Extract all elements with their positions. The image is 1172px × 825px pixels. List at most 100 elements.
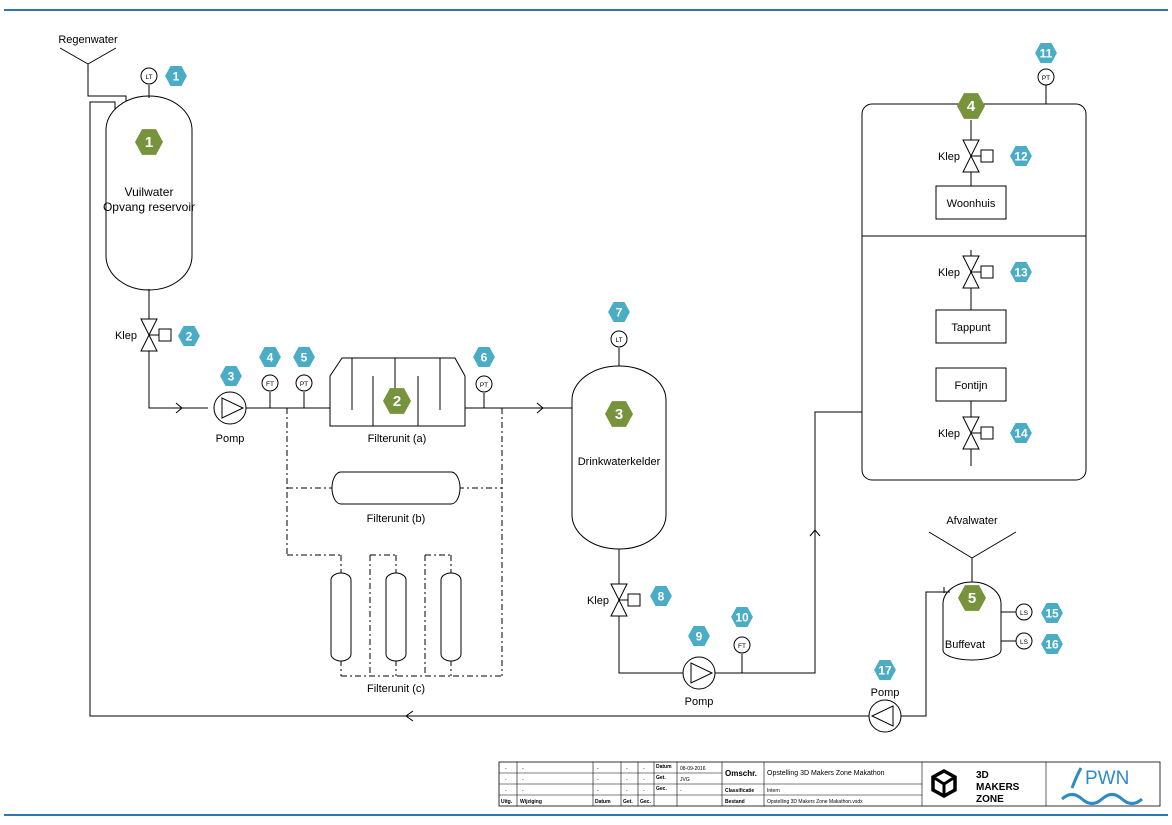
blue-tag-4: 4 bbox=[259, 347, 281, 367]
filter-a-label: Filterunit (a) bbox=[368, 433, 427, 445]
blue-tag-11: 11 bbox=[1035, 43, 1057, 63]
klep-label-8: Klep bbox=[587, 595, 609, 607]
tappunt-label: Tappunt bbox=[951, 322, 990, 334]
filterunit-c-vessel-1 bbox=[330, 572, 352, 662]
blue-tag-5: 5 bbox=[293, 347, 315, 367]
reservoir-label-1: Vuilwater bbox=[125, 185, 174, 199]
filterunit-b bbox=[331, 471, 461, 505]
svg-text:Gec.: Gec. bbox=[656, 786, 667, 792]
blue-tag-13: 13 bbox=[1010, 262, 1032, 282]
klep-label-12: Klep bbox=[938, 151, 960, 163]
filter-b-label: Filterunit (b) bbox=[367, 513, 426, 525]
svg-text:2: 2 bbox=[186, 330, 193, 344]
svg-text:-: - bbox=[680, 788, 682, 794]
svg-text:-: - bbox=[626, 766, 628, 772]
pomp-label-9: Pomp bbox=[685, 696, 714, 708]
ft10-label: FT bbox=[738, 643, 746, 650]
svg-text:Bestand: Bestand bbox=[725, 799, 745, 805]
svg-text:3D: 3D bbox=[976, 770, 989, 781]
pump-3 bbox=[213, 391, 247, 425]
pump-9 bbox=[682, 656, 716, 690]
filterunit-c-vessel-2 bbox=[385, 572, 407, 662]
svg-text:7: 7 bbox=[616, 306, 623, 320]
tappunt-box bbox=[935, 309, 1007, 344]
title-block-text: - - - - - - - - - - - - - - - Uitg. Wijz… bbox=[501, 764, 885, 805]
blue-tag-1: 1 bbox=[165, 66, 187, 86]
svg-text:12: 12 bbox=[1014, 150, 1028, 164]
pipe-reservoir-out bbox=[148, 289, 208, 409]
green-tag-5: 5 bbox=[958, 585, 986, 611]
svg-text:4: 4 bbox=[267, 351, 274, 365]
ls16-label: LS bbox=[1020, 639, 1029, 646]
svg-text:-: - bbox=[626, 788, 628, 794]
klep-label-13: Klep bbox=[938, 267, 960, 279]
klep-label-14: Klep bbox=[938, 428, 960, 440]
valve-14 bbox=[962, 416, 994, 450]
svg-text:Classificatie: Classificatie bbox=[725, 788, 754, 794]
svg-text:Gec.: Gec. bbox=[640, 799, 651, 805]
green-tag-2: 2 bbox=[383, 388, 411, 414]
svg-text:2: 2 bbox=[393, 393, 401, 410]
pipe-kelder-out bbox=[618, 549, 683, 674]
pt6-instrument bbox=[475, 375, 493, 393]
ls15-instrument bbox=[1015, 603, 1033, 621]
pump-17 bbox=[868, 699, 902, 733]
svg-text:-: - bbox=[643, 788, 645, 794]
svg-text:Datum: Datum bbox=[595, 799, 611, 805]
svg-text:-: - bbox=[505, 766, 507, 772]
svg-text:Get.: Get. bbox=[623, 799, 633, 805]
svg-text:5: 5 bbox=[968, 590, 976, 607]
blue-tag-15: 15 bbox=[1041, 603, 1063, 623]
flow-arrow-3 bbox=[809, 529, 821, 537]
svg-text:-: - bbox=[522, 766, 524, 772]
svg-text:MAKERS: MAKERS bbox=[976, 782, 1020, 793]
ft4-instrument bbox=[261, 374, 279, 392]
svg-text:17: 17 bbox=[878, 664, 892, 678]
svg-text:8: 8 bbox=[658, 590, 665, 604]
valve-2 bbox=[140, 318, 172, 352]
svg-text:10: 10 bbox=[735, 611, 749, 625]
pipe-to-house bbox=[715, 411, 862, 674]
pt6-label: PT bbox=[480, 382, 488, 389]
title-block bbox=[498, 761, 1161, 807]
valve-8 bbox=[610, 583, 641, 617]
return-arrow bbox=[405, 710, 414, 722]
svg-text:-: - bbox=[643, 766, 645, 772]
svg-text:JVG: JVG bbox=[680, 777, 690, 783]
lt1-label: LT bbox=[145, 74, 152, 81]
svg-text:Omschr.: Omschr. bbox=[725, 769, 757, 778]
svg-text:-: - bbox=[505, 788, 507, 794]
blue-tag-2: 2 bbox=[178, 326, 200, 346]
svg-text:1: 1 bbox=[145, 134, 153, 151]
svg-text:Datum: Datum bbox=[656, 764, 672, 770]
svg-text:-: - bbox=[522, 788, 524, 794]
pt11-label: PT bbox=[1042, 75, 1050, 82]
return-pipe bbox=[89, 101, 869, 717]
blue-tag-8: 8 bbox=[650, 586, 672, 606]
svg-text:Get.: Get. bbox=[656, 775, 666, 781]
drinkwaterkelder bbox=[571, 365, 667, 550]
svg-text:-: - bbox=[597, 788, 599, 794]
pt5-label: PT bbox=[300, 381, 308, 388]
green-tag-4: 4 bbox=[957, 93, 985, 119]
valve-13 bbox=[962, 255, 994, 289]
blue-tag-9: 9 bbox=[688, 626, 710, 646]
buffervat-label: Buffevat bbox=[945, 639, 985, 651]
svg-text:16: 16 bbox=[1045, 638, 1059, 652]
ls15-label: LS bbox=[1020, 610, 1029, 617]
svg-text:Wijziging: Wijziging bbox=[520, 799, 542, 805]
svg-text:13: 13 bbox=[1014, 266, 1028, 280]
svg-text:9: 9 bbox=[696, 630, 703, 644]
blue-tag-6: 6 bbox=[473, 347, 495, 367]
pomp-label-3: Pomp bbox=[216, 433, 245, 445]
blue-tag-17: 17 bbox=[874, 660, 896, 680]
ft10-instrument bbox=[733, 636, 751, 654]
svg-text:-: - bbox=[505, 777, 507, 783]
svg-text:3: 3 bbox=[228, 370, 235, 384]
green-tag-1: 1 bbox=[135, 129, 163, 155]
drinkwater-label: Drinkwaterkelder bbox=[578, 456, 661, 468]
svg-text:Opstelling 3D Makers Zone Maka: Opstelling 3D Makers Zone Makathon.vsdx bbox=[767, 799, 863, 805]
blue-tag-7: 7 bbox=[608, 302, 630, 322]
